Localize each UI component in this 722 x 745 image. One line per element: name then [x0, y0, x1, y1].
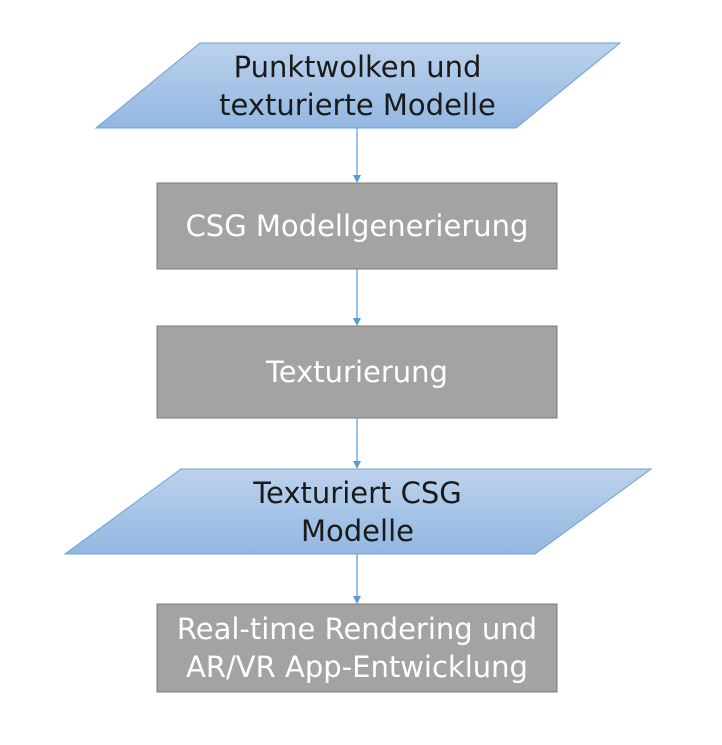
textured-models-parallelogram: [63, 468, 653, 555]
rendering-box: [156, 603, 558, 693]
input-label-line1: Punktwolken und: [233, 50, 482, 84]
csg-generation-box: [156, 182, 558, 270]
textured-models-label-line2: Modelle: [301, 514, 414, 548]
texturing-label: Texturierung: [157, 326, 557, 418]
textured-models-label: Texturiert CSG Modelle: [120, 471, 595, 553]
input-parallelogram: [94, 42, 622, 129]
texturing-label-text: Texturierung: [266, 355, 448, 389]
input-label: Punktwolken und texturierte Modelle: [120, 45, 595, 127]
rendering-label-line1: Real-time Rendering und: [176, 612, 538, 646]
rendering-label: Real-time Rendering und AR/VR App-Entwic…: [157, 604, 557, 692]
input-label-line2: texturierte Modelle: [219, 88, 496, 122]
csg-generation-label-text: CSG Modellgenerierung: [185, 209, 529, 243]
rendering-label-line2: AR/VR App-Entwicklung: [186, 650, 528, 684]
texturing-box: [156, 325, 558, 419]
textured-models-label-line1: Texturiert CSG: [253, 476, 462, 510]
csg-generation-label: CSG Modellgenerierung: [157, 183, 557, 269]
